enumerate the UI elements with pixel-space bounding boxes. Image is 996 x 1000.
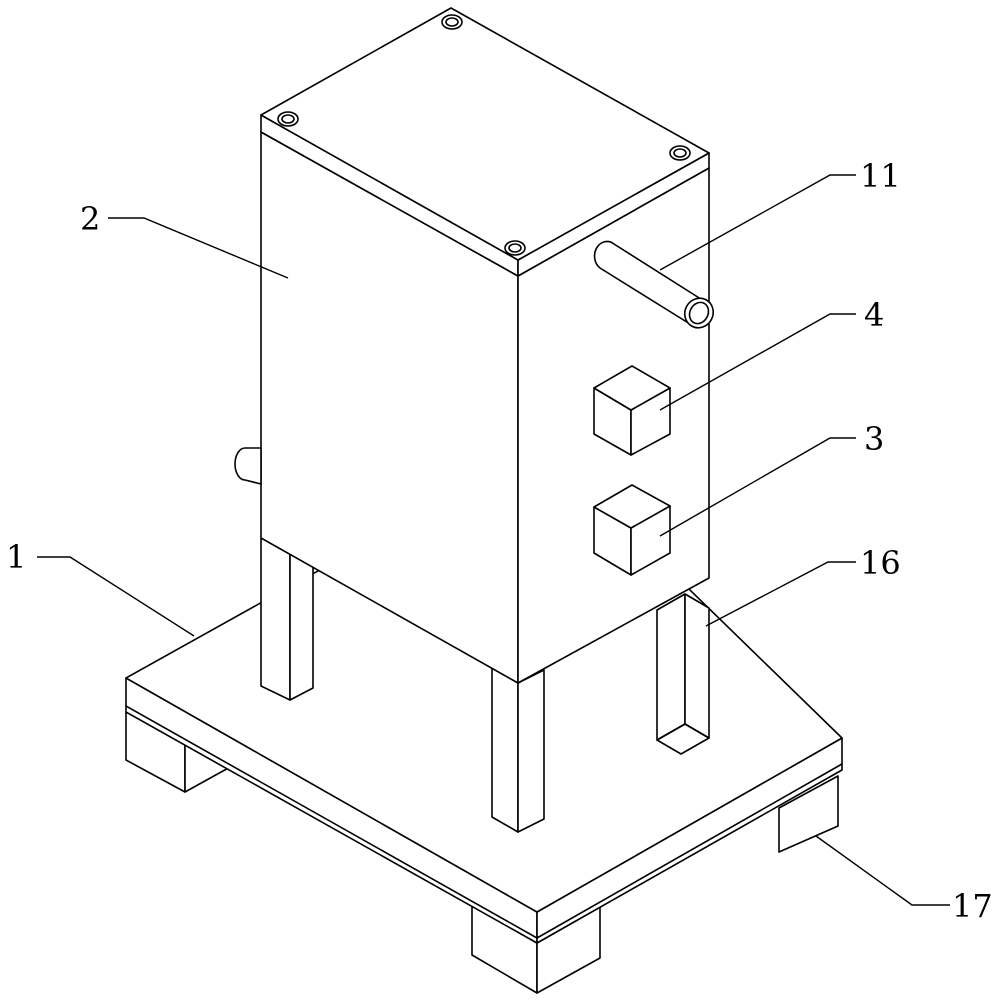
callout-2: 2 <box>80 200 100 238</box>
callout-1: 1 <box>6 538 26 576</box>
control-box-lower <box>593 484 671 576</box>
callout-4: 4 <box>864 296 884 334</box>
base-pad-back-right <box>778 775 839 853</box>
base-platform <box>125 445 843 944</box>
leader-lines <box>37 174 950 906</box>
lid-bolt-holes <box>277 14 691 256</box>
side-pipe-stub <box>234 447 262 485</box>
support-leg-left <box>260 537 314 701</box>
control-box-upper <box>593 365 671 456</box>
support-leg-front <box>491 667 545 833</box>
callout-17: 17 <box>952 887 993 925</box>
outlet-pipe <box>593 240 715 329</box>
callout-3: 3 <box>864 420 884 458</box>
support-leg-back-right <box>656 593 710 755</box>
callout-11: 11 <box>860 157 901 195</box>
callout-16: 16 <box>860 544 901 582</box>
